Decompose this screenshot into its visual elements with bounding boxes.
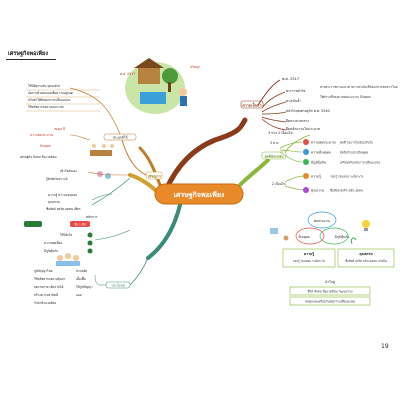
- box-knowledge-text: รอบรู้ รอบคอบ ระมัดระวัง: [293, 259, 326, 263]
- condition-1: คุณธรรม: [311, 189, 324, 194]
- numbered-2: มีภูมิคุ้มกัน: [44, 249, 59, 254]
- list-4: รักษาสิ่งแวดล้อม: [34, 301, 57, 305]
- right-lower-group: องค์ประกอบ 3 ห่วง 2 เงื่อนไข 3 ห่วง ความ…: [261, 130, 395, 306]
- branch-left-upper: [128, 173, 157, 192]
- circle-badge-1: [303, 139, 309, 145]
- list-1: ใช้ทรัพยากรอย่างคุ้มค่า: [34, 277, 66, 282]
- history-year: พ.ศ. 2517: [282, 77, 299, 81]
- bottom-box-1-text: ชีวิต สังคม สิ่งแวดล้อม วัฒนธรรม: [307, 290, 352, 294]
- watering-can-icon: [270, 228, 289, 241]
- sub-list-1: เอื้อเฟื้อ: [76, 276, 86, 281]
- left-lower-tag-left: [24, 221, 42, 227]
- list-2: ลดรายจ่าย เพิ่มรายได้: [34, 285, 63, 289]
- desc-4: ซื่อสัตย์ สุจริต ขยัน อดทน: [330, 188, 363, 194]
- left-lower-pill-bg: [70, 221, 90, 227]
- sub-list-3: ออม: [76, 293, 82, 297]
- box-virtue-title: คุณธรรม: [359, 252, 372, 257]
- box-knowledge-title: ความรู้: [304, 251, 314, 257]
- meeting-people-icon: [90, 144, 114, 156]
- top-item-0: ใช้ได้ทุกระดับ ทุกองค์กร: [28, 84, 61, 89]
- condition-badge-1: [303, 173, 309, 179]
- branch-right-lower: [238, 158, 270, 187]
- central-node-bg: [154, 183, 244, 205]
- bottom-box-1: [289, 286, 371, 296]
- condition-0: ความรู้: [311, 175, 321, 179]
- list-0: ภูมิปัญญาไทย: [34, 269, 53, 273]
- illu-tag-2: ปรัชญา: [190, 65, 201, 69]
- bottom-box-2: [289, 296, 371, 306]
- mid-item-1: รู้จักคิดวิเคราะห์: [46, 177, 68, 181]
- three-circle-diagram: [295, 211, 349, 245]
- history-item-0: พระราชดำรัส: [286, 89, 305, 93]
- left-branch-applied: ประยุกต์ใช้: [112, 136, 128, 141]
- conditions-group-label: 2 เงื่อนไข: [272, 181, 286, 186]
- row1: เศรษฐกิจ สังคม สิ่งแวดล้อม: [20, 155, 57, 159]
- page-number: 19: [381, 343, 389, 350]
- bottom-box-2-text: สมดุลและพร้อมรับต่อการเปลี่ยนแปลง: [305, 300, 355, 305]
- top-item-3: ใช้ทรัพยากรอย่างเหมาะสม: [28, 105, 64, 109]
- desc-2: เตรียมพร้อมรับการเปลี่ยนแปลง: [340, 161, 381, 165]
- history-extra-1: ยึดหลักความไม่ประมาท: [286, 127, 320, 131]
- history-note-0: ทรงพระราชทานแนวทางการดำเนินชีวิตแก่ปวงชน…: [320, 85, 398, 89]
- row-bottom: ซื่อสัตย์ สุจริต อดทน เพียร: [46, 206, 81, 212]
- sub-b: ความพอประมาณ: [30, 133, 54, 137]
- lightbulb-icon: [362, 220, 370, 231]
- numbered-1: ความพอเพียง: [44, 241, 62, 245]
- circle-0: ความพอประมาณ: [311, 141, 336, 145]
- illu-tag-1: พ.ศ. 2517: [120, 72, 135, 76]
- seedling-icon: [351, 237, 357, 245]
- left-lower-group: หลักการ ข้อ 1 ข้อ ใช้ได้จริง ความพอเพียง…: [24, 215, 149, 305]
- right-upper-group: ความเป็นมา พ.ศ. 2517 พระราชดำรัส ทรงพระร…: [240, 77, 398, 131]
- top-item-2: ปรับตัวให้ทันต่อการเปลี่ยนแปลง: [28, 98, 71, 102]
- box-virtue-text: ซื่อสัตย์ สุจริต ขยัน อดทน แบ่งปัน: [345, 258, 387, 264]
- numbered-0: ใช้ได้จริง: [60, 233, 73, 237]
- low-item-0: ความรู้ ความรอบคอบ: [48, 193, 77, 197]
- branch-left-mid: [138, 146, 162, 187]
- history-item-1: ทรงเน้นย้ำ: [286, 98, 301, 103]
- right-upper-hub: ความเป็นมา: [242, 102, 261, 108]
- history-item-2: หลังวิกฤตเศรษฐกิจ พ.ศ. 2540: [286, 109, 330, 113]
- diagram-top-label: พอประมาณ: [314, 219, 330, 223]
- left-lower-header: หลักการ: [86, 215, 98, 219]
- sub-list-0: ประหยัด: [76, 269, 87, 273]
- low-item-1: คุณธรรม: [48, 200, 60, 205]
- right-lower-hub: องค์ประกอบ: [264, 154, 284, 159]
- condition-badge-2: [303, 187, 309, 193]
- branch-right-upper: [163, 117, 248, 193]
- desc-3: รอบรู้ รอบคอบ ระมัดระวัง: [330, 175, 364, 179]
- left-upper-hub: ปรัชญาฯ: [148, 174, 161, 180]
- desc-1: ตัดสินใจอย่างมีเหตุผล: [340, 151, 368, 156]
- circle-badge-2: [303, 149, 309, 155]
- diagram-left-label: มีเหตุผล: [298, 235, 309, 240]
- left-lower-hub: ประโยชน์: [111, 283, 125, 288]
- box-knowledge: [282, 248, 336, 268]
- diagram-right-label: มีภูมิคุ้มกัน: [335, 235, 350, 240]
- circle-badge-3: [303, 159, 309, 165]
- sub-a: สมดุล ปี: [54, 127, 65, 132]
- branch-left-lower: [146, 203, 182, 260]
- bottom-title: นำไปสู่: [325, 280, 335, 284]
- sub-c: มีเหตุผล: [40, 144, 51, 149]
- circles-group-label: 3 ห่วง: [270, 141, 279, 145]
- mid-item-0: เข้าใจตนเอง: [60, 169, 77, 173]
- circle-1: ความมีเหตุผล: [311, 150, 331, 156]
- history-extra-0: ยึดทางสายกลาง: [286, 119, 309, 123]
- sub-list-2: ใช้ภูมิปัญญา: [76, 285, 93, 289]
- list-3: สร้างความสามัคคี: [34, 293, 58, 297]
- page-header-title: เศรษฐกิจพอเพียง: [8, 51, 48, 57]
- left-lower-pill: ข้อ 1 ข้อ: [74, 223, 86, 227]
- illustration-farm: [125, 58, 187, 114]
- central-node-label: เศรษฐกิจพอเพียง: [174, 191, 225, 200]
- family-group-icon: [56, 253, 80, 266]
- components-title-line: 3 ห่วง 2 เงื่อนไข: [268, 130, 293, 135]
- history-note-1: ให้ดำรงชีวิตอย่างพอประมาณ มีเหตุผล: [320, 95, 371, 100]
- box-virtue: [337, 248, 395, 268]
- circle-2: มีภูมิคุ้มกัน: [311, 160, 327, 166]
- header-underline: [6, 59, 56, 60]
- top-item-1: จัดการด้วยตนเองเพื่อความอยู่รอด: [28, 90, 73, 95]
- left-upper-group: ปรัชญาฯ ประยุกต์ใช้ ใช้ได้ทุกระดับ ทุกอง…: [20, 84, 163, 212]
- desc-0: พอดี ไม่มากไม่น้อยเกินไป: [340, 141, 373, 145]
